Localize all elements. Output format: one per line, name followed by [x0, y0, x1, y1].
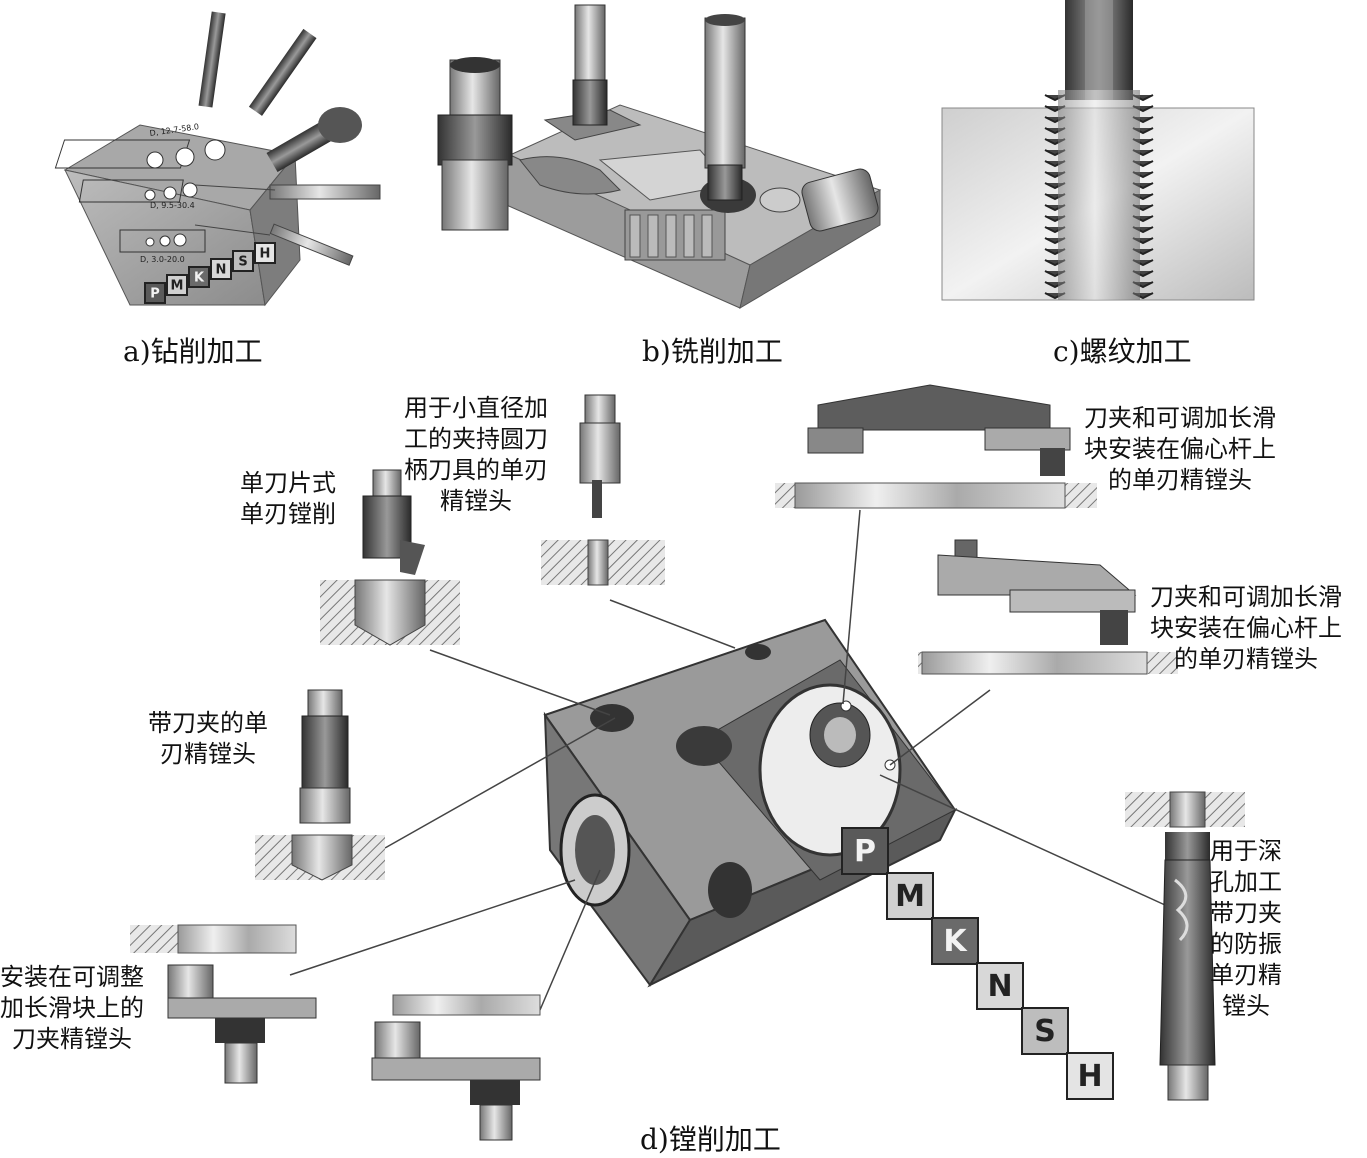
label-line: 单刃镗削 [240, 500, 336, 528]
label-line: 块安装在偏心杆上 [1150, 614, 1342, 642]
end-mill-tool-2 [704, 14, 746, 201]
label-line: 柄刀具的单刃 [404, 456, 548, 484]
drill-range-3: D, 3.0-20.0 [140, 255, 185, 264]
end-mill-tool-1 [572, 4, 608, 126]
iso-tag-s: S [232, 250, 254, 272]
iso-tag-k: K [931, 917, 979, 965]
svg-text:K: K [943, 924, 968, 959]
caption-milling: b)铣削加工 [642, 335, 783, 368]
label-line: 加长滑块上的 [0, 994, 144, 1022]
iso-tag-n: N [210, 258, 232, 280]
caption-drilling: a)钻削加工 [123, 335, 263, 368]
svg-text:S: S [238, 254, 247, 269]
iso-tag-n: N [976, 962, 1024, 1010]
side-mill-tool [801, 168, 879, 232]
svg-text:N: N [987, 969, 1012, 1004]
face-mill-tool [437, 57, 513, 231]
label-line: 精镗头 [440, 487, 512, 515]
svg-text:H: H [260, 246, 271, 261]
svg-text:H: H [1077, 1059, 1102, 1094]
iso-tag-h: H [254, 242, 276, 264]
label-line: 单刀片式 [240, 469, 336, 497]
label-line: 的防振 [1210, 930, 1282, 958]
drill-tool-3 [266, 107, 362, 173]
threading-illustration [941, 0, 1255, 301]
slider-boring-tool-bottom [371, 994, 541, 1141]
leader-lines [289, 509, 1166, 1011]
svg-text:M: M [171, 278, 184, 293]
label-line: 的单刃精镗头 [1174, 645, 1318, 673]
label-small-diameter-boring: 用于小直径加 工的夹持圆刀 柄刀具的单刃 精镗头 [404, 393, 548, 517]
iso-tag-h: H [1066, 1052, 1114, 1100]
single-insert-boring-tool [320, 469, 460, 646]
label-holder-fine-boring: 带刀夹的单 刃精镗头 [148, 708, 268, 770]
label-line: 带刀夹的单 [148, 709, 268, 737]
label-eccentric-boring-1: 刀夹和可调加长滑 块安装在偏心杆上 的单刃精镗头 [1084, 403, 1276, 496]
eccentric-boring-tool-2 [918, 539, 1178, 675]
svg-text:P: P [854, 834, 876, 869]
caption-boring: d)镗削加工 [640, 1123, 781, 1156]
label-line: 安装在可调整 [0, 963, 144, 991]
label-line: 用于小直径加 [404, 394, 548, 422]
drill-tool-5 [269, 223, 354, 266]
label-line: 块安装在偏心杆上 [1084, 435, 1276, 463]
deep-hole-boring-tool [1125, 791, 1245, 1101]
drill-tool-2 [248, 28, 317, 116]
drill-tool-4 [269, 184, 381, 200]
label-line: 刀夹和可调加长滑 [1150, 583, 1342, 611]
label-line: 带刀夹 [1210, 899, 1282, 927]
eccentric-boring-tool-1 [775, 384, 1097, 509]
iso-tag-k: K [188, 266, 210, 288]
svg-text:P: P [150, 286, 160, 301]
label-line: 用于深 [1210, 837, 1282, 865]
iso-tag-m: M [886, 872, 934, 920]
drill-range-2: D, 9.5-30.4 [150, 201, 195, 210]
label-deep-hole-boring: 用于深 孔加工 带刀夹 的防振 单刃精 镗头 [1210, 836, 1282, 1022]
svg-text:N: N [216, 262, 227, 277]
label-line: 镗头 [1222, 992, 1270, 1020]
iso-tag-s: S [1021, 1007, 1069, 1055]
iso-tag-p: P [841, 827, 889, 875]
caption-threading: c)螺纹加工 [1053, 335, 1192, 368]
label-eccentric-boring-2: 刀夹和可调加长滑 块安装在偏心杆上 的单刃精镗头 [1150, 582, 1342, 675]
slider-boring-tool-left [130, 924, 317, 1084]
label-line: 孔加工 [1210, 868, 1282, 896]
label-line: 刀夹精镗头 [12, 1025, 132, 1053]
small-diameter-boring-tool [541, 394, 665, 586]
label-single-insert-boring: 单刀片式 单刃镗削 [240, 468, 336, 530]
iso-tag-p: P [144, 282, 166, 304]
svg-text:K: K [194, 270, 205, 285]
label-slider-boring-left: 安装在可调整 加长滑块上的 刀夹精镗头 [0, 962, 144, 1055]
label-line: 的单刃精镗头 [1108, 466, 1252, 494]
label-line: 工的夹持圆刀 [404, 425, 548, 453]
drill-tool-1 [198, 11, 226, 108]
svg-text:S: S [1034, 1014, 1056, 1049]
holder-fine-boring-tool [255, 689, 385, 881]
iso-tag-m: M [166, 274, 188, 296]
milling-illustration [437, 4, 882, 310]
label-line: 单刃精 [1210, 961, 1282, 989]
label-line: 刃精镗头 [160, 740, 256, 768]
label-line: 刀夹和可调加长滑 [1084, 404, 1276, 432]
boring-workpiece [543, 618, 958, 988]
svg-text:M: M [895, 879, 925, 914]
